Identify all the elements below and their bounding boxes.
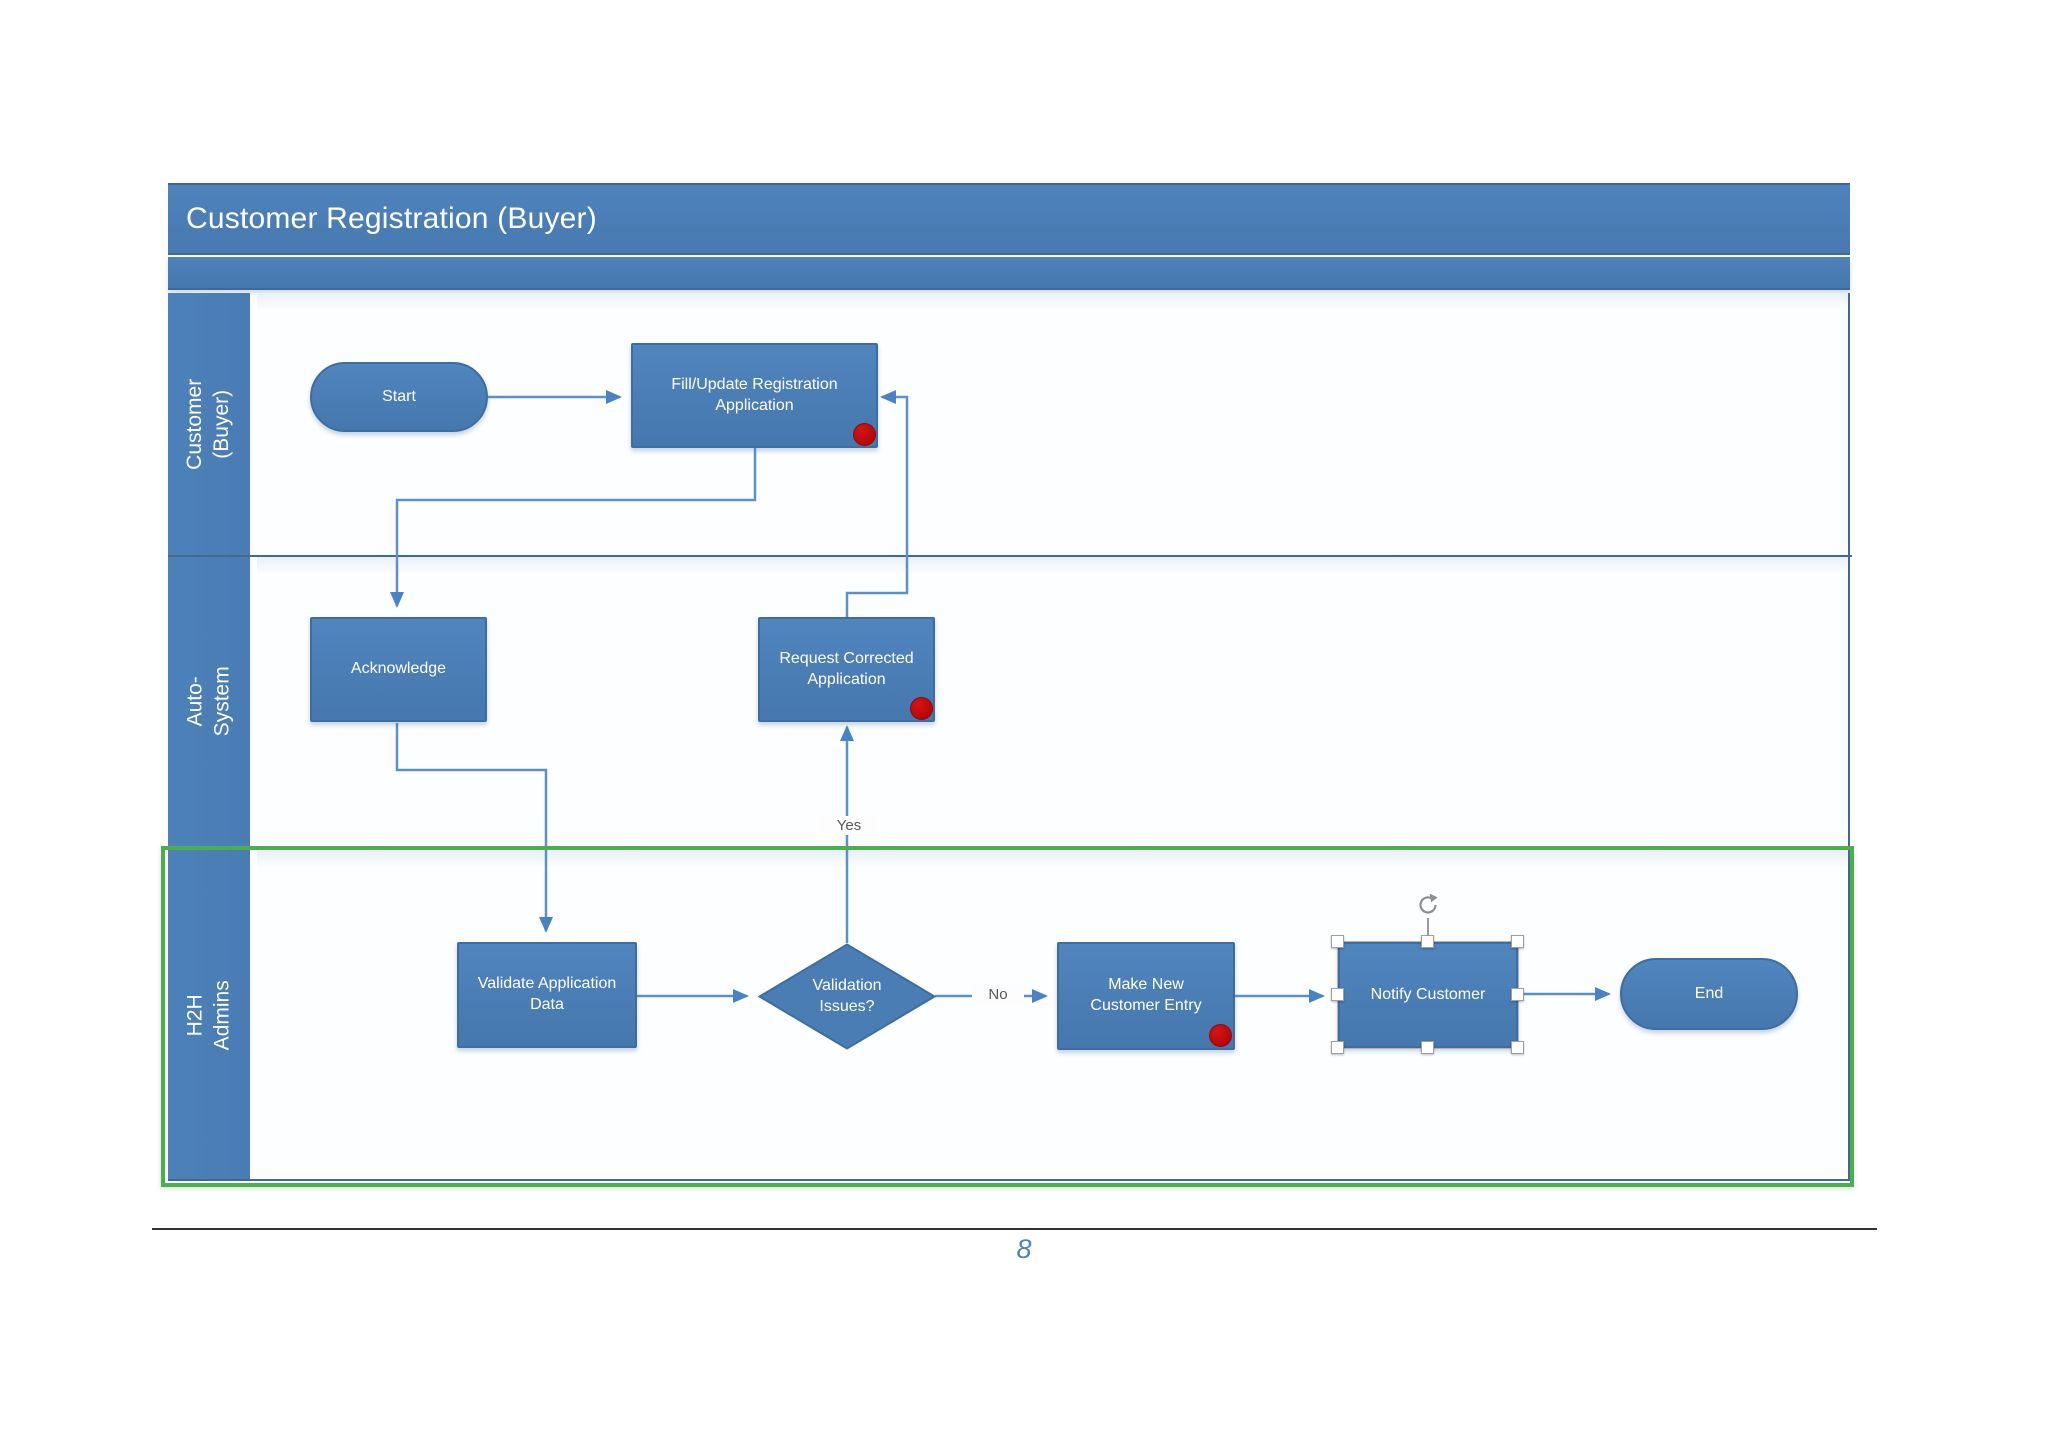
connector-request-corrected-to-fill-update[interactable] (845, 390, 909, 617)
decision-diamond-shape (757, 943, 937, 1050)
edge-label-yes[interactable]: Yes (820, 816, 878, 835)
red-status-dot (910, 697, 933, 720)
lane-selection-highlight (161, 846, 1854, 1187)
acknowledge-label: Acknowledge (350, 660, 447, 678)
selection-handle-ne[interactable] (1511, 935, 1524, 948)
selection-handle-n[interactable] (1421, 935, 1434, 948)
page-number: 8 (1016, 1234, 1032, 1264)
selection-outline (1337, 941, 1519, 1049)
lane-separator (168, 555, 1852, 557)
diagram-bottom-border (168, 1179, 1850, 1181)
selection-handle-w[interactable] (1331, 988, 1344, 1001)
connector-acknowledge-to-validate[interactable] (395, 723, 553, 933)
red-status-dot (1209, 1024, 1232, 1047)
diagram-title-bar[interactable]: Customer Registration (Buyer) (168, 183, 1850, 255)
make-new-customer-entry-node[interactable]: Make New Customer Entry (1057, 942, 1235, 1050)
validate-application-node[interactable]: Validate Application Data (457, 942, 637, 1048)
make-new-customer-entry-label: Make New Customer Entry (1090, 976, 1202, 1014)
validation-issues-label: Validation Issues? (812, 976, 882, 1015)
lane-auto-system (257, 557, 1848, 846)
fill-update-registration-node[interactable]: Fill/Update Registration Application (631, 343, 878, 448)
validation-issues-decision[interactable]: Validation Issues? (757, 943, 937, 1050)
red-status-dot (853, 423, 876, 446)
start-node-label: Start (382, 387, 416, 405)
start-node[interactable]: Start (310, 362, 488, 432)
selection-handle-sw[interactable] (1331, 1041, 1344, 1054)
selection-handle-s[interactable] (1421, 1041, 1434, 1054)
diagram-right-border (1848, 293, 1850, 1181)
request-corrected-node[interactable]: Request Corrected Application (758, 617, 935, 722)
end-node[interactable]: End (1620, 958, 1798, 1030)
connector-fill-update-to-acknowledge[interactable] (390, 448, 757, 608)
diagram-title: Customer Registration (Buyer) (186, 202, 597, 235)
phase-band[interactable] (168, 257, 1850, 290)
rotation-handle-stem (1427, 918, 1429, 936)
request-corrected-label: Request Corrected Application (779, 649, 914, 688)
lane-label-customer-buyer[interactable]: Customer (Buyer) (168, 293, 250, 555)
selection-handle-e[interactable] (1511, 988, 1524, 1001)
edge-label-no[interactable]: No (972, 985, 1024, 1004)
selection-handle-se[interactable] (1511, 1041, 1524, 1054)
end-node-label: End (1694, 984, 1724, 1002)
lane-customer-buyer (257, 293, 1848, 555)
validate-application-label: Validate Application Data (477, 975, 617, 1013)
rotation-handle-icon[interactable] (1415, 892, 1441, 918)
fill-update-registration-label: Fill/Update Registration Application (671, 375, 838, 414)
lane-label-h2h-admins[interactable]: H2H Admins (168, 850, 250, 1181)
notify-customer-label: Notify Customer (1370, 985, 1486, 1003)
selection-handle-nw[interactable] (1331, 935, 1344, 948)
acknowledge-node[interactable]: Acknowledge (310, 617, 487, 722)
footer-divider (152, 1228, 1877, 1230)
lane-label-auto-system[interactable]: Auto-System (168, 557, 250, 846)
